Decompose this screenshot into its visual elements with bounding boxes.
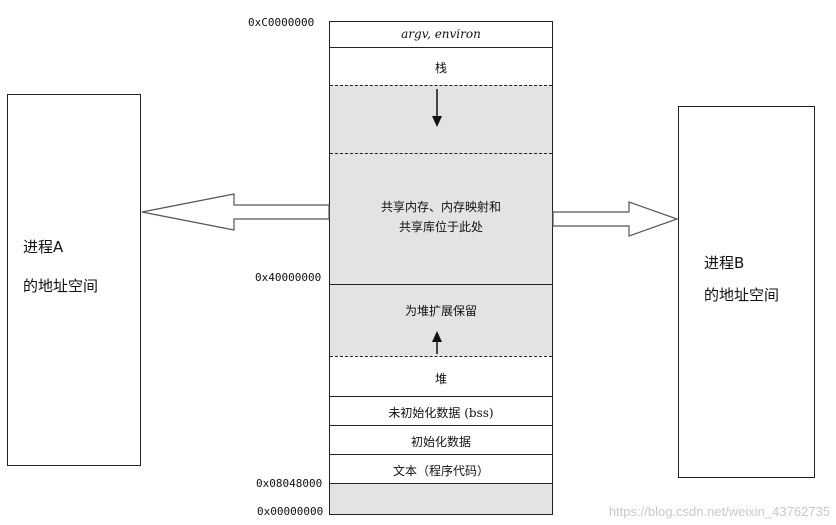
segment-shared-label-2: 共享库位于此处 bbox=[398, 220, 483, 234]
process-b-label: 进程B bbox=[704, 254, 745, 272]
address-zero: 0x00000000 bbox=[257, 505, 324, 518]
segment-text: 文本（程序代码） bbox=[330, 454, 552, 483]
segment-data: 初始化数据 bbox=[330, 425, 552, 454]
segment-args-label: argv, environ bbox=[401, 27, 481, 41]
segment-heap-label: 堆 bbox=[434, 372, 447, 386]
watermark: https://blog.csdn.net/weixin_43762735 bbox=[608, 504, 830, 519]
address-text: 0x08048000 bbox=[256, 477, 323, 490]
segment-heap-reserve-label: 为堆扩展保留 bbox=[404, 304, 477, 318]
address-top: 0xC0000000 bbox=[248, 16, 315, 29]
memory-layout: argv, environ 栈 共享内存、内存映射和 共享库位于此处 为堆扩展保… bbox=[329, 21, 553, 515]
segment-text-label: 文本（程序代码） bbox=[392, 464, 489, 478]
segment-shared: 共享内存、内存映射和 共享库位于此处 bbox=[330, 153, 552, 284]
segment-stack-growth bbox=[330, 85, 552, 153]
address-mid: 0x40000000 bbox=[255, 271, 322, 284]
process-a-label: 进程A bbox=[23, 238, 64, 256]
arrow-to-process-a bbox=[141, 193, 330, 231]
segment-shared-label-1: 共享内存、内存映射和 bbox=[380, 200, 501, 214]
segment-heap-reserve: 为堆扩展保留 bbox=[330, 284, 552, 356]
segment-bss-label: 未初始化数据 (bss) bbox=[388, 406, 494, 420]
arrow-to-process-b bbox=[552, 201, 679, 237]
segment-stack: 栈 bbox=[330, 47, 552, 85]
segment-reserved-low bbox=[330, 483, 552, 514]
stack-growth-arrow bbox=[432, 89, 442, 127]
process-b-sublabel: 的地址空间 bbox=[704, 286, 780, 304]
segment-bss: 未初始化数据 (bss) bbox=[330, 396, 552, 425]
segment-args: argv, environ bbox=[330, 22, 552, 47]
heap-growth-arrow bbox=[432, 331, 442, 354]
segment-data-label: 初始化数据 bbox=[410, 435, 471, 449]
segment-heap: 堆 bbox=[330, 356, 552, 396]
segment-stack-label: 栈 bbox=[434, 61, 447, 75]
process-a-sublabel: 的地址空间 bbox=[23, 277, 99, 295]
process-a-box bbox=[7, 94, 141, 466]
process-b-box bbox=[678, 106, 815, 478]
